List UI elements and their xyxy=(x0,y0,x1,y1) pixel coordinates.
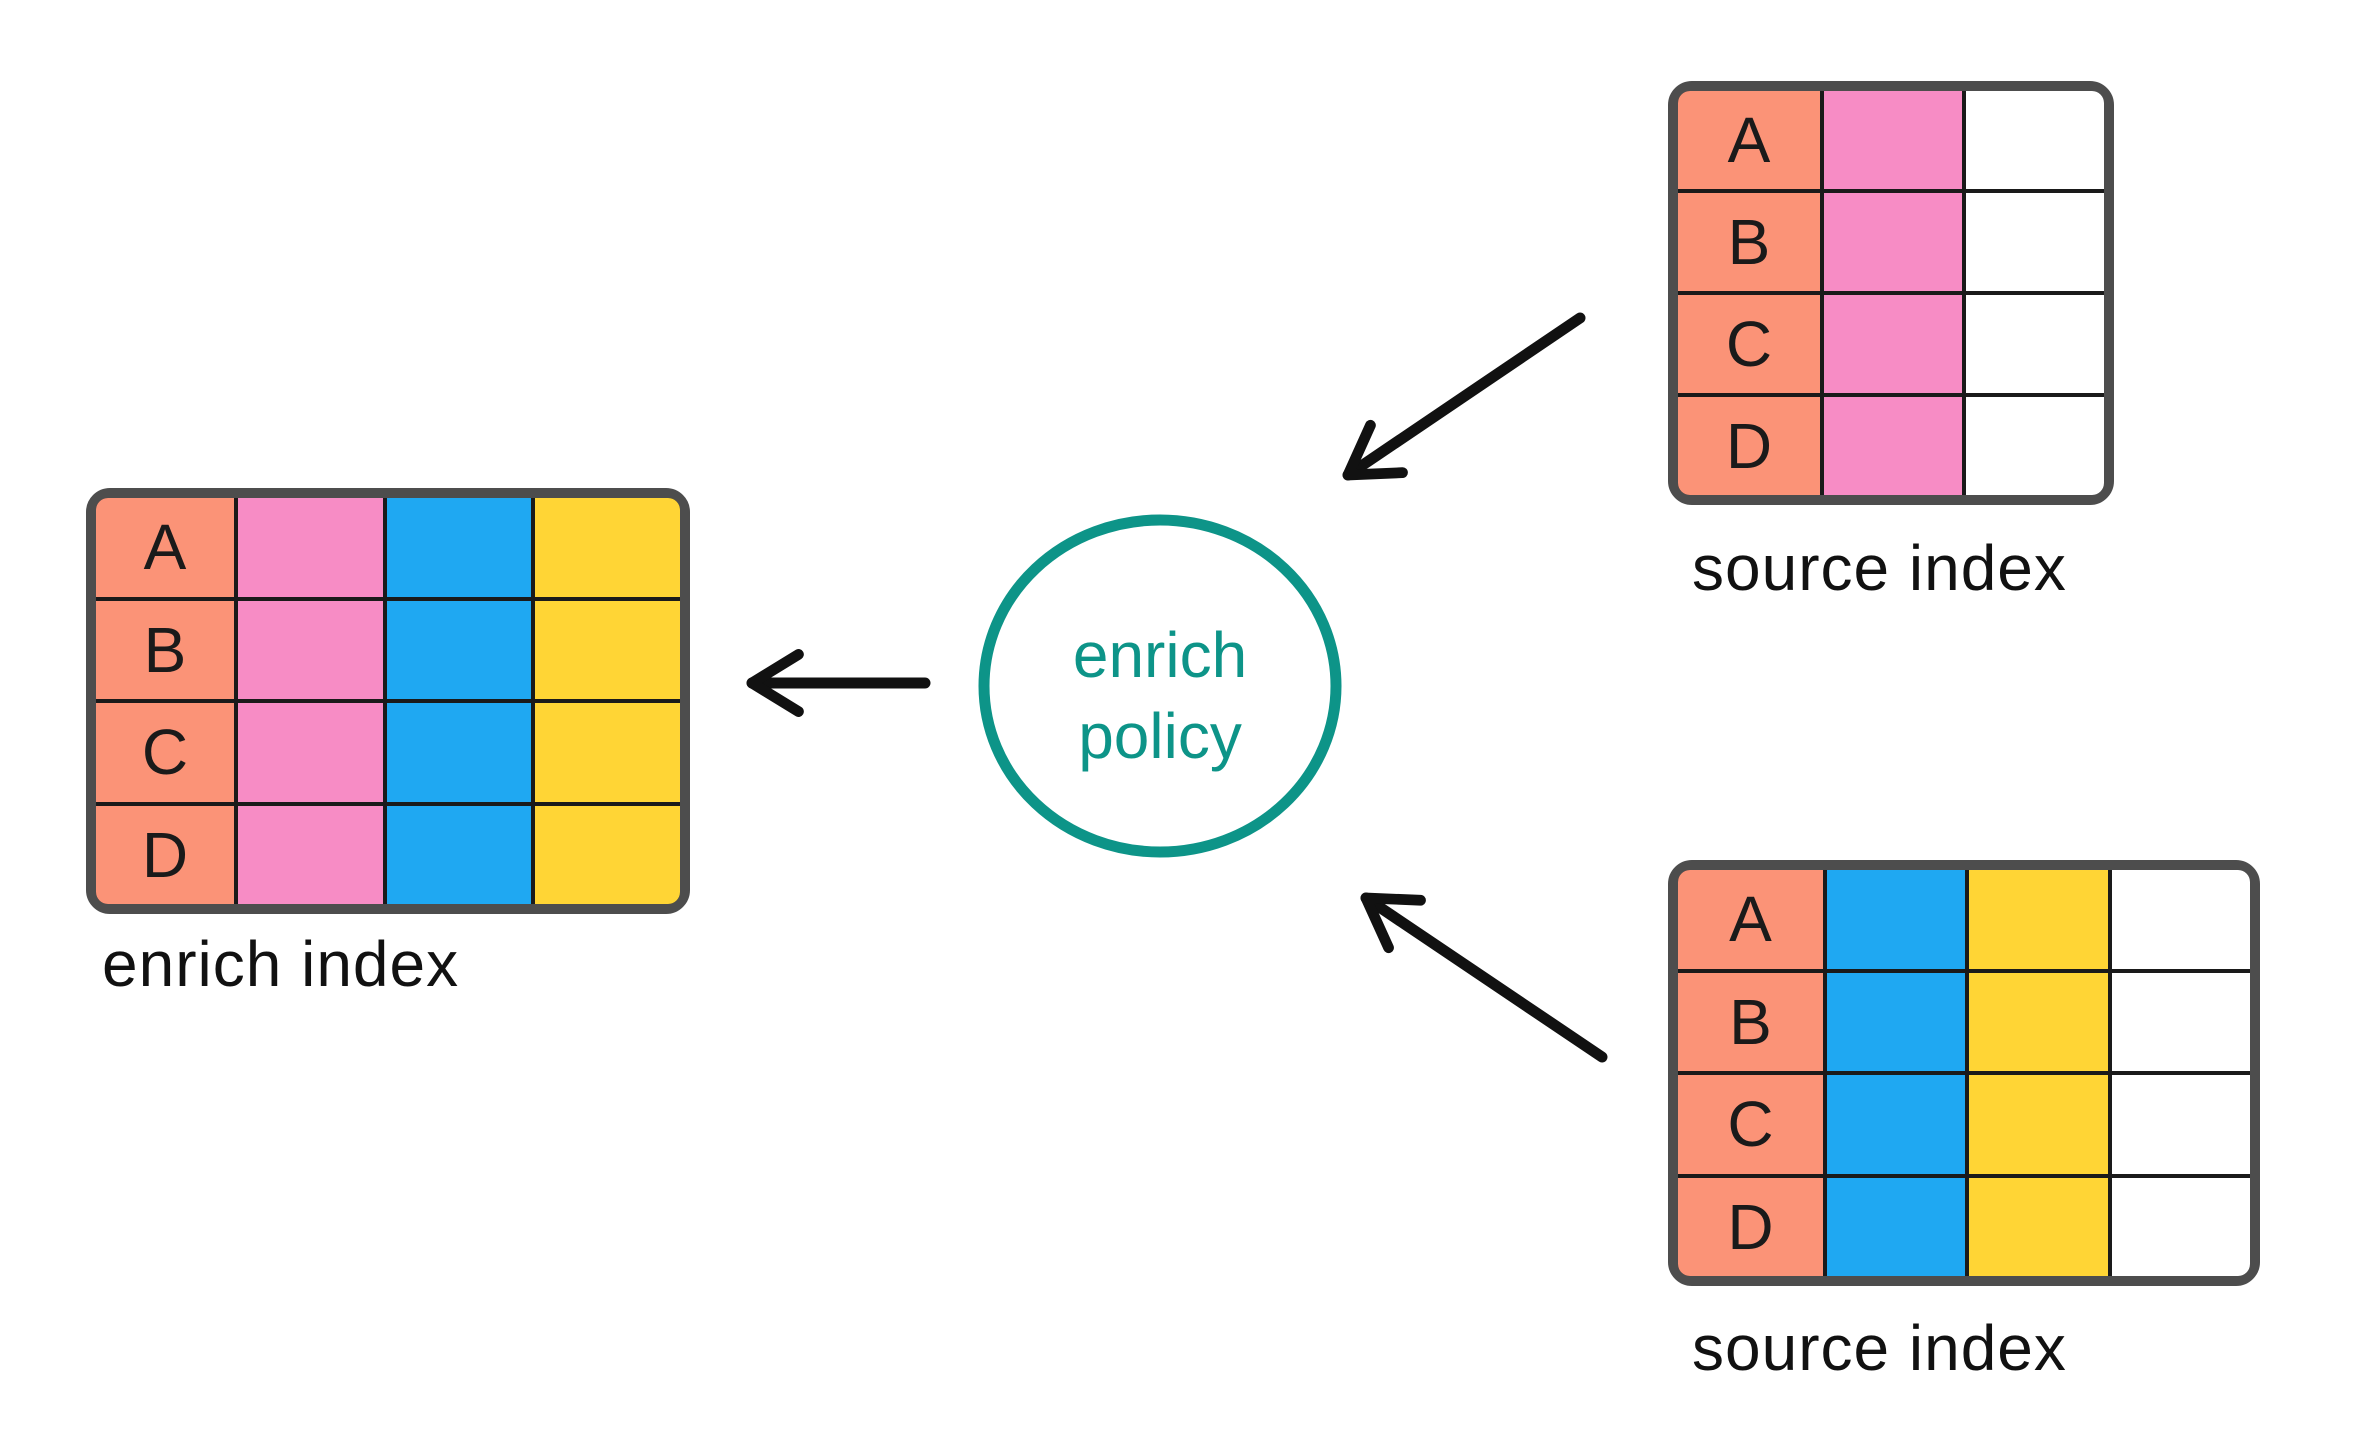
table-cell xyxy=(535,498,680,597)
row-label-cell: C xyxy=(96,703,234,802)
table-cell xyxy=(238,498,383,597)
table-cell xyxy=(238,805,383,904)
table-cell xyxy=(2111,972,2250,1071)
table-cell xyxy=(1827,972,1966,1071)
table-cell xyxy=(1827,1177,1966,1276)
source-index-bottom-label: source index xyxy=(1692,1312,2067,1384)
table-cell xyxy=(1969,1177,2108,1276)
table-cell xyxy=(2111,1075,2250,1174)
row-label-cell: B xyxy=(96,600,234,699)
row-label-cell: D xyxy=(1678,1177,1823,1276)
table-cell xyxy=(2111,870,2250,969)
row-label-cell: A xyxy=(1678,91,1820,189)
table-cell xyxy=(1966,397,2104,495)
table-cell xyxy=(386,805,532,904)
arrow-bottom-source-to-policy-icon xyxy=(1360,892,1608,1063)
table-cell xyxy=(535,703,680,802)
row-label-cell: D xyxy=(1678,397,1820,495)
enrich-index-grid: A B C D xyxy=(96,498,680,904)
table-cell xyxy=(1966,91,2104,189)
table-cell xyxy=(1966,295,2104,393)
source-index-top-grid: A B C D xyxy=(1678,91,2104,495)
arrow-top-source-to-policy-icon xyxy=(1342,312,1586,481)
row-label-cell: C xyxy=(1678,295,1820,393)
table-cell xyxy=(386,600,532,699)
row-label-cell: B xyxy=(1678,972,1823,1071)
enrich-policy-label: enrich policy xyxy=(978,515,1342,858)
table-cell xyxy=(1969,972,2108,1071)
table-cell xyxy=(535,805,680,904)
table-cell xyxy=(2111,1177,2250,1276)
row-label-cell: D xyxy=(96,805,234,904)
table-cell xyxy=(1824,193,1962,291)
enrich-index-label: enrich index xyxy=(102,928,460,1000)
row-label-cell: A xyxy=(96,498,234,597)
source-index-bottom-table: A B C D xyxy=(1668,860,2260,1286)
enrich-policy-label-line2: policy xyxy=(1078,699,1242,772)
table-cell xyxy=(1827,1075,1966,1174)
table-cell xyxy=(386,498,532,597)
source-index-bottom-grid: A B C D xyxy=(1678,870,2250,1276)
table-cell xyxy=(1969,1075,2108,1174)
table-cell xyxy=(1969,870,2108,969)
table-cell xyxy=(1824,91,1962,189)
source-index-top-table: A B C D xyxy=(1668,81,2114,505)
table-cell xyxy=(238,600,383,699)
row-label-cell: A xyxy=(1678,870,1823,969)
table-cell xyxy=(1824,397,1962,495)
table-cell xyxy=(1824,295,1962,393)
table-cell xyxy=(1827,870,1966,969)
row-label-cell: B xyxy=(1678,193,1820,291)
row-label-cell: C xyxy=(1678,1075,1823,1174)
table-cell xyxy=(238,703,383,802)
enrich-index-table: A B C D xyxy=(86,488,690,914)
enrich-policy-label-line1: enrich xyxy=(1072,618,1248,691)
table-cell xyxy=(535,600,680,699)
source-index-top-label: source index xyxy=(1692,532,2067,604)
table-cell xyxy=(386,703,532,802)
table-cell xyxy=(1966,193,2104,291)
